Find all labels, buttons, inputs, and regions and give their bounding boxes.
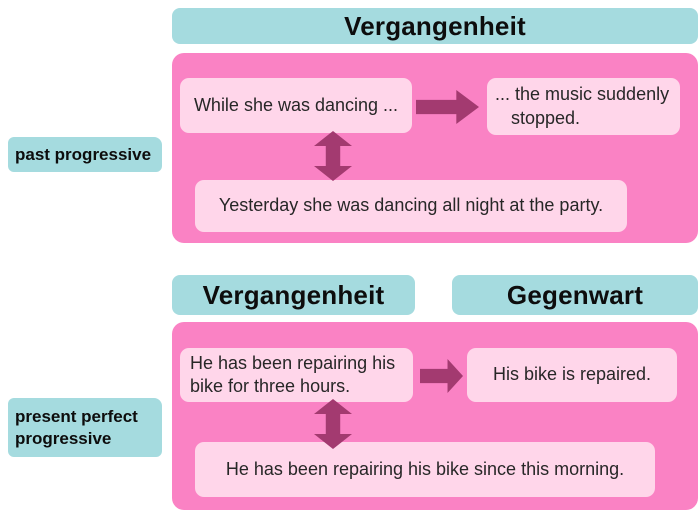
section2-header-vergangenheit: Vergangenheit [172, 275, 415, 315]
section2-side-label: present perfect progressive [8, 398, 162, 457]
section1-side-label: past progressive [8, 137, 162, 172]
section2-box-bottom-text: He has been repairing his bike since thi… [225, 458, 625, 479]
section1-box-bottom: Yesterday she was dancing all night at t… [195, 180, 627, 232]
section1-box-top-left: While she was dancing ... [180, 78, 412, 133]
section1-header-label: Vergangenheit [344, 10, 526, 41]
section2-box-bottom: He has been repairing his bike since thi… [195, 442, 655, 497]
section2-box-top-right-text: His bike is repaired. [492, 364, 652, 385]
section2-header-gegenwart-label: Gegenwart [506, 279, 644, 310]
section1-box-bottom-text: Yesterday she was dancing all night at t… [218, 195, 604, 216]
section2-box-top-left: He has been repairing his bike for three… [180, 348, 413, 402]
section2-box-top-left-text: He has been repairing his bike for three… [190, 352, 396, 396]
section1-header-vergangenheit: Vergangenheit [172, 8, 698, 44]
section1-box-top-right-text: ... the music suddenly stopped. [495, 84, 670, 128]
section1-side-label-text: past progressive [15, 144, 152, 164]
section2-box-top-right: His bike is repaired. [467, 348, 677, 402]
section2-header-gegenwart: Gegenwart [452, 275, 698, 315]
section1-box-top-right: ... the music suddenly stopped. [487, 78, 680, 135]
section2-side-label-text: present perfect progressive [15, 406, 138, 448]
section1-box-top-left-text: While she was dancing ... [193, 94, 399, 115]
section2-header-vergangenheit-label: Vergangenheit [202, 279, 385, 310]
